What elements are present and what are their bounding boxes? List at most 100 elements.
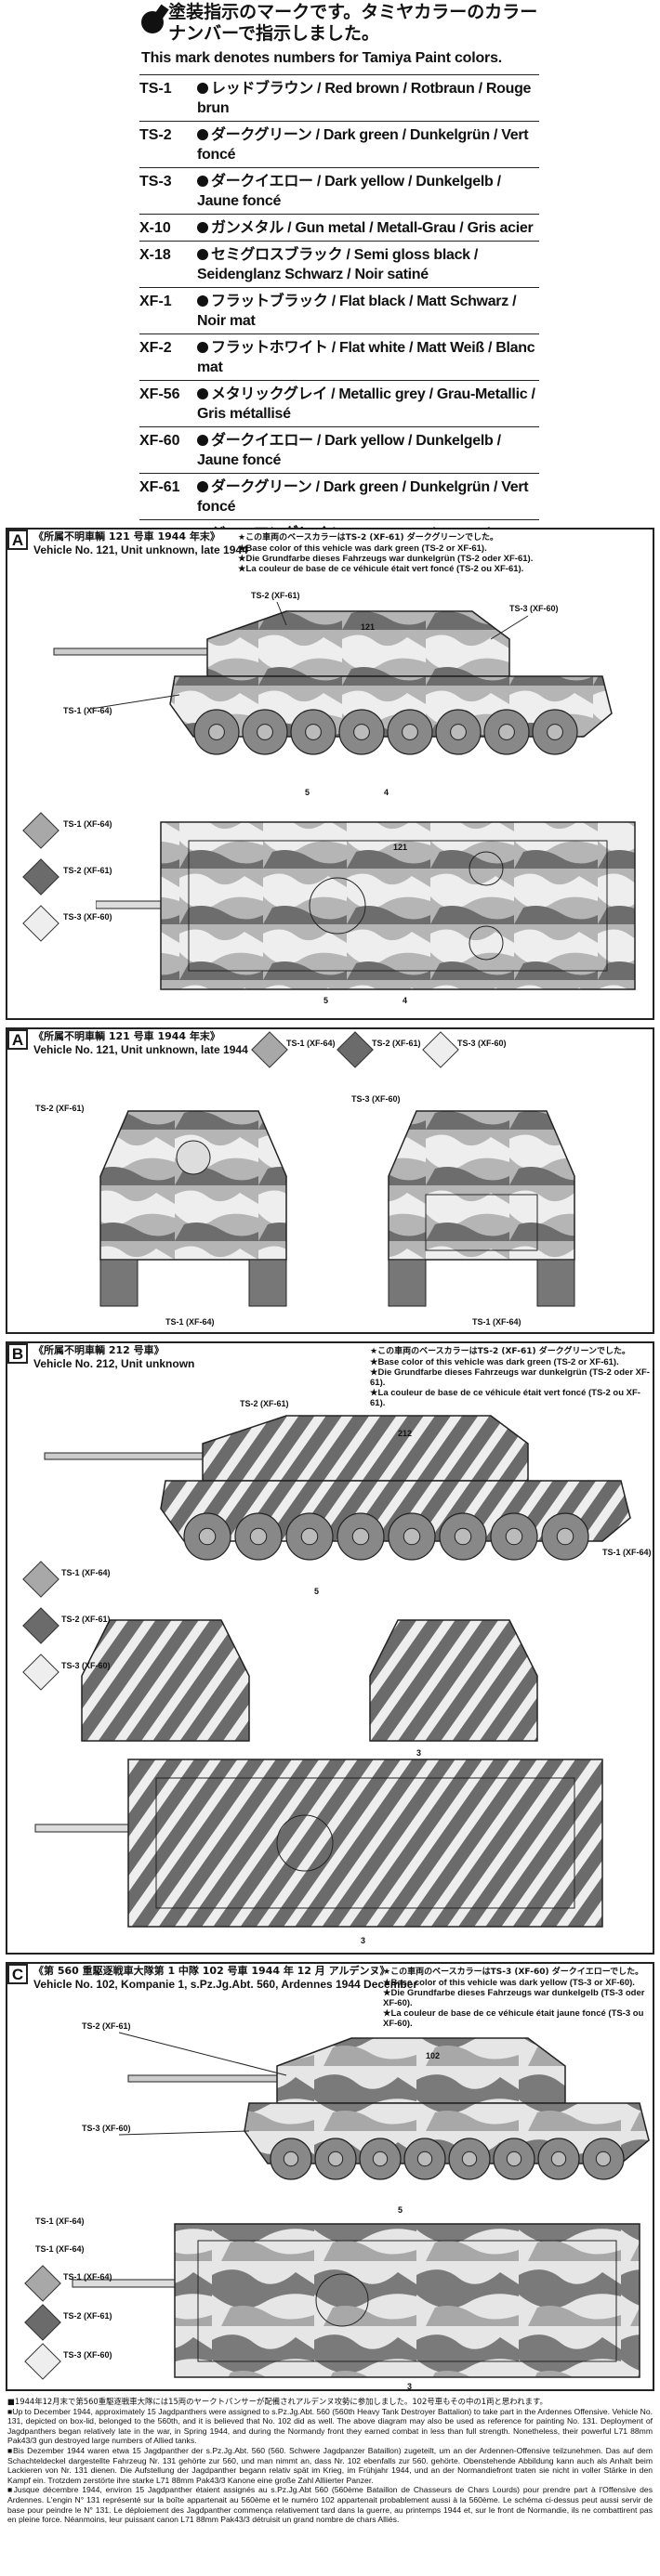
hull-number: 121	[361, 622, 375, 632]
swatch-ts3	[422, 1031, 459, 1068]
views-c: 102 TS-2 (XF-61) TS-3 (XF-60) 5 3	[72, 2021, 650, 2391]
swatch-ts2	[337, 1031, 374, 1068]
wheel-hub	[208, 724, 225, 740]
swatch-ts2-label: TS-2 (XF-61)	[372, 1039, 421, 1048]
wheel-hub	[547, 724, 563, 740]
paint-dot-icon	[197, 83, 208, 94]
front-rear-views-a: TS-2 (XF-61) TS-3 (XF-60) TS-1 (XF-64) T…	[35, 1094, 575, 1327]
paint-name: ダークイエロー / Dark yellow / Dunkelgelb / Jau…	[197, 433, 501, 468]
wheel-hub	[283, 2151, 299, 2167]
wheel-hub	[416, 2151, 433, 2167]
caption-en: Vehicle No. 121, Unit unknown, late 1944	[33, 1043, 248, 1056]
views-b: 212 TS-2 (XF-61) TS-1 (XF-64) 5 3 3	[34, 1399, 652, 1945]
panel-b-header: B 《所属不明車輌 212 号車》 Vehicle No. 212, Unit …	[7, 1343, 194, 1371]
scheme-label-a2: A	[7, 1029, 28, 1050]
base-color-note: ★この車両のベースカラーはTS-2 (XF-61) ダークグリーンでした。 ★B…	[370, 1347, 653, 1408]
paint-code: XF-60	[139, 433, 180, 449]
paint-name: フラットホワイト / Flat white / Matt Weiß / Blan…	[197, 340, 535, 375]
swatch-ts2-label: TS-2 (XF-61)	[63, 866, 112, 875]
wheel-hub	[506, 2151, 522, 2167]
note-jp: ★この車両のベースカラーはTS-2 (XF-61) ダークグリーンでした。	[238, 533, 498, 543]
legend-title-jp: 塗装指示のマークです。タミヤカラーのカラーナンバーで指示しました。	[168, 2, 538, 44]
panel-a-front-rear: A 《所属不明車輌 121 号車 1944 年末》 Vehicle No. 12…	[6, 1027, 654, 1334]
caption-jp: 《所属不明車輌 212 号車》	[33, 1344, 165, 1356]
swatch-ts3-label: TS-3 (XF-60)	[63, 912, 112, 922]
callout-ts2: TS-2 (XF-61)	[35, 1104, 85, 1113]
callout-ts2: TS-2 (XF-61)	[240, 1399, 289, 1408]
wheel-hub	[327, 2151, 344, 2167]
caption-en: Vehicle No. 102, Kompanie 1, s.Pz.Jg.Abt…	[33, 1978, 418, 1991]
paint-code: XF-61	[139, 479, 180, 495]
paint-name: ダークイエロー / Dark yellow / Dunkelgelb / Jau…	[197, 174, 501, 209]
road-wheels	[193, 709, 578, 755]
note-fr: ★La couleur de base de ce véhicule était…	[370, 1388, 640, 1408]
note-jp: ★この車両のベースカラーはTS-2 (XF-61) ダークグリーンでした。	[370, 1347, 630, 1356]
paint-code: XF-2	[139, 340, 172, 356]
wheel-hub	[454, 1527, 472, 1546]
history-text: ■1944年12月末で第560重駆逐戦車大隊には15両のヤークトパンサーが配備さ…	[7, 2397, 653, 2525]
paint-dot-icon	[197, 249, 208, 260]
mark-3-top: 3	[361, 1936, 365, 1945]
callout-ts1-b: TS-1 (XF-64)	[35, 2244, 85, 2254]
history-de: ■Bis Dezember 1944 waren etwa 15 Jagdpan…	[7, 2445, 653, 2485]
swatch-ts1	[251, 1031, 288, 1068]
callout-ts3: TS-3 (XF-60)	[509, 604, 559, 613]
history-jp: ■1944年12月末で第560重駆逐戦車大隊には15両のヤークトパンサーが配備さ…	[7, 2397, 548, 2406]
swatch-ts1-label: TS-1 (XF-64)	[63, 819, 112, 829]
mark-4: 4	[384, 788, 389, 797]
paint-name: ダークグリーン / Dark green / Dunkelgrün / Vert…	[197, 127, 529, 163]
legend-intro: This mark denotes numbers for Tamiya Pai…	[141, 50, 503, 66]
paint-dot-icon	[197, 295, 208, 307]
paint-row: XF-60 ダークイエロー / Dark yellow / Dunkelgelb …	[139, 426, 539, 473]
panel-a2-header: A 《所属不明車輌 121 号車 1944 年末》 Vehicle No. 12…	[7, 1029, 248, 1057]
wheel-hub	[353, 724, 370, 740]
swatch-ts1-label: TS-1 (XF-64)	[61, 1568, 111, 1577]
mark-4-top: 4	[403, 996, 407, 1005]
paint-name: セミグロスブラック / Semi gloss black / Seidengla…	[197, 247, 479, 282]
callout-ts1-front: TS-1 (XF-64)	[165, 1317, 215, 1327]
paint-dot-icon	[197, 342, 208, 353]
scheme-label-c: C	[7, 1964, 28, 1984]
caption-jp: 《第 560 重駆逐戦車大隊第 1 中隊 102 号車 1944 年 12 月 …	[33, 1965, 390, 1977]
paint-dot-icon	[197, 129, 208, 140]
paint-dot-icon	[197, 176, 208, 187]
callout-ts1: TS-1 (XF-64)	[63, 706, 112, 715]
paint-name: レッドブラウン / Red brown / Rotbraun / Rouge b…	[197, 81, 532, 116]
paint-dot-icon	[197, 222, 208, 233]
caption-en: Vehicle No. 212, Unit unknown	[33, 1357, 195, 1370]
mark-3: 3	[416, 1748, 421, 1758]
paint-legend: 塗装指示のマークです。タミヤカラーのカラーナンバーで指示しました。 This m…	[139, 2, 539, 613]
wheel-hub	[556, 1527, 574, 1546]
swatch-ts3-label: TS-3 (XF-60)	[61, 1661, 111, 1670]
paint-code: X-10	[139, 220, 171, 236]
history-fr: ■Jusque décembre 1944, environ 15 Jagdpa…	[7, 2485, 653, 2525]
svg-text:121: 121	[393, 843, 407, 852]
wheel-hub	[257, 724, 273, 740]
scheme-label-b: B	[7, 1343, 28, 1364]
gun-barrel	[53, 647, 213, 656]
base-color-note: ★この車両のベースカラーはTS-3 (XF-60) ダークイエローでした。 ★B…	[383, 1968, 653, 2029]
note-fr: ★La couleur de base de ce véhicule était…	[238, 564, 524, 574]
paint-code: TS-2	[139, 127, 172, 143]
caption-jp: 《所属不明車輌 121 号車 1944 年末》	[33, 1030, 220, 1042]
paint-row: TS-3 ダークイエロー / Dark yellow / Dunkelgelb /…	[139, 167, 539, 214]
swatch-ts3-label: TS-3 (XF-60)	[63, 2350, 112, 2360]
wheel-hub	[300, 1527, 319, 1546]
paint-name: メタリックグレイ / Metallic grey / Grau-Metallic…	[197, 386, 535, 422]
note-de: ★Die Grundfarbe dieses Fahrzeugs war dun…	[370, 1367, 650, 1388]
panel-c: C 《第 560 重駆逐戦車大隊第 1 中隊 102 号車 1944 年 12 …	[6, 1962, 654, 2391]
paint-code: TS-3	[139, 174, 172, 190]
swatch-ts3-label: TS-3 (XF-60)	[457, 1039, 507, 1048]
callout-ts1-a: TS-1 (XF-64)	[35, 2216, 85, 2226]
wheel-hub	[351, 1527, 370, 1546]
note-en: ★Base color of this vehicle was dark yel…	[383, 1978, 635, 1988]
wheel-hub	[305, 724, 322, 740]
scheme-label-a: A	[7, 530, 28, 550]
panel-a-header: A 《所属不明車輌 121 号車 1944 年末》 Vehicle No. 12…	[7, 530, 248, 557]
